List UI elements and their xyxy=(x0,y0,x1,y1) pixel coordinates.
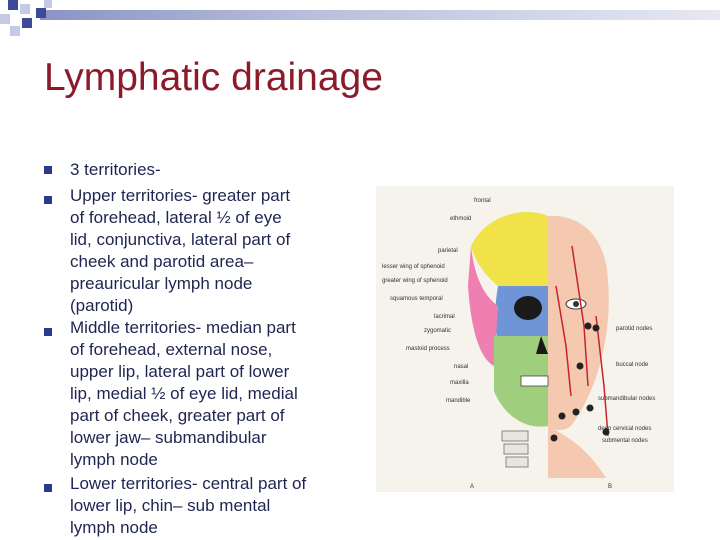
submandibular-node xyxy=(586,404,594,412)
pupil xyxy=(573,301,579,307)
lateral-region xyxy=(468,246,498,366)
decor-square xyxy=(22,18,32,28)
neck-skin xyxy=(548,426,606,478)
bullet-line: of forehead, lateral ½ of eye xyxy=(70,208,282,227)
bullet-line: (parotid) xyxy=(70,296,134,315)
decor-square xyxy=(20,4,30,14)
vertebra xyxy=(501,430,529,442)
head-illustration-svg: frontal ethmoid parietal lesser wing of … xyxy=(382,198,655,490)
vertebra xyxy=(503,443,529,455)
deep-cervical-node xyxy=(602,428,610,436)
label-ethmoid: ethmoid xyxy=(450,216,471,222)
parotid-node xyxy=(592,324,600,332)
decor-square xyxy=(10,26,20,36)
bullet-line: lymph node xyxy=(70,450,158,469)
bullet-line: Middle territories- median part xyxy=(70,318,296,337)
label-maxilla: maxilla xyxy=(450,380,469,386)
nasal-cavity xyxy=(536,336,548,354)
vertebra xyxy=(505,456,529,468)
bullet-line: preauricular lymph node xyxy=(70,274,253,293)
bullet-line: lid, conjunctiva, lateral part of xyxy=(70,230,291,249)
decor-square xyxy=(0,14,10,24)
lymph-vessel xyxy=(555,285,572,397)
bullet-line: upper lip, lateral part of lower xyxy=(70,362,290,381)
bullet-line: part of cheek, greater part of xyxy=(70,406,285,425)
label-lacrimal: lacrimal xyxy=(434,314,455,320)
bullet-line: Upper territories- greater part xyxy=(70,186,291,205)
label-parotid-nodes: parotid nodes xyxy=(616,326,652,332)
label-buccal-node: buccal node xyxy=(616,362,649,368)
buccal-node xyxy=(576,362,584,370)
lymph-vessel xyxy=(571,245,589,387)
label-zygomatic: zygomatic xyxy=(424,328,451,334)
decor-square xyxy=(44,0,52,8)
label-nasal: nasal xyxy=(454,364,468,370)
bullet-line: 3 territories- xyxy=(70,160,161,179)
bullet-line: Lower territories- central part of xyxy=(70,474,307,493)
decor-square xyxy=(8,0,18,10)
bullet-line: lower jaw– submandibular xyxy=(70,428,267,447)
label-mastoid: mastoid process xyxy=(406,346,450,352)
panel-label-b: B xyxy=(608,484,612,490)
header-band xyxy=(40,10,720,20)
decor-square xyxy=(36,8,46,18)
panel-label-a: A xyxy=(470,484,474,490)
bullet-line: lip, medial ½ of eye lid, medial xyxy=(70,384,298,403)
bullet-line: cheek and parotid area– xyxy=(70,252,254,271)
label-deep-cervical-nodes: deep cervical nodes xyxy=(598,426,651,432)
head-lymph-illustration: frontal ethmoid parietal lesser wing of … xyxy=(376,186,674,492)
label-greater-wing: greater wing of sphenoid xyxy=(382,278,448,284)
parotid-node xyxy=(584,322,592,330)
face-skin xyxy=(548,215,609,431)
label-submandibular-nodes: submandibular nodes xyxy=(598,396,655,402)
bullet-line: of forehead, external nose, xyxy=(70,340,273,359)
eye-socket xyxy=(514,296,542,320)
bullet-line: lymph node xyxy=(70,518,158,537)
submandibular-node xyxy=(572,408,580,416)
label-lesser-wing: lesser wing of sphenoid xyxy=(382,264,445,270)
label-parietal: parietal xyxy=(438,248,458,254)
label-mandible: mandible xyxy=(446,398,471,404)
header-decoration xyxy=(0,0,720,50)
frontal-region xyxy=(471,211,548,286)
bullet-line: lower lip, chin– sub mental xyxy=(70,496,271,515)
teeth xyxy=(520,375,549,387)
label-frontal: frontal xyxy=(474,198,491,204)
lymph-vessel xyxy=(595,315,609,437)
label-submental-nodes: submental nodes xyxy=(602,438,648,444)
slide-title: Lymphatic drainage xyxy=(44,56,383,99)
submental-node xyxy=(550,434,558,442)
label-squamous-temporal: squamous temporal xyxy=(390,296,443,302)
submandibular-node xyxy=(558,412,566,420)
